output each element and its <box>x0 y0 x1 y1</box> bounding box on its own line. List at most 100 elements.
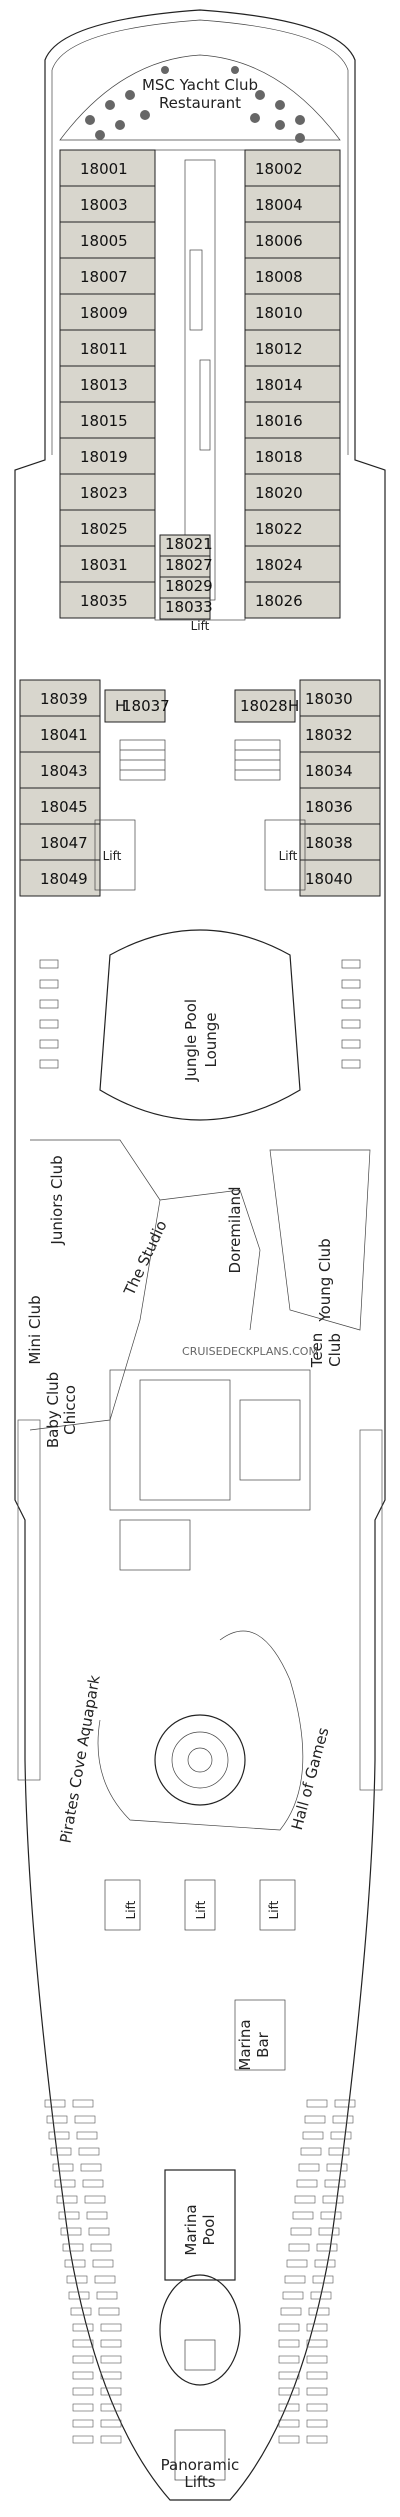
aquapark-slide <box>97 1630 304 1831</box>
cabin-18005[interactable]: 18005 <box>59 221 156 259</box>
lounger <box>298 2163 320 2172</box>
cabin-18028[interactable]: 18028 H <box>234 689 299 723</box>
cabin-18049[interactable]: 18049 <box>19 859 101 897</box>
cabin-18043[interactable]: 18043 <box>19 751 101 789</box>
cabin-18010[interactable]: 18010 <box>244 293 341 331</box>
cabin-18019[interactable]: 18019 <box>59 437 156 475</box>
cabin-box <box>59 257 156 295</box>
lounger <box>100 2323 122 2332</box>
cabin-18026[interactable]: 18026 <box>244 581 341 619</box>
cabin-18045[interactable]: 18045 <box>19 787 101 825</box>
cabin-number: 18024 <box>255 556 303 574</box>
label-chicco: Chicco <box>61 1385 79 1435</box>
aft-loungers <box>44 2099 356 2444</box>
cabin-18030[interactable]: 18030 <box>299 679 381 717</box>
cabin-number: 18007 <box>80 268 128 286</box>
cabin-18025[interactable]: 18025 <box>59 509 156 547</box>
label-baby-club: Baby Club <box>44 1372 62 1448</box>
lounger <box>324 2179 346 2188</box>
cabin-18040[interactable]: 18040 <box>299 859 381 897</box>
cabin-18014[interactable]: 18014 <box>244 365 341 403</box>
cabin-number: 18027 <box>165 556 213 574</box>
cabin-18035[interactable]: 18035 <box>59 581 156 619</box>
cabin-18039[interactable]: 18039 <box>19 679 101 717</box>
lounger <box>58 2211 80 2220</box>
label-jungle-pool: Jungle Pool <box>182 999 200 1082</box>
lounger <box>60 2227 82 2236</box>
cabin-18033[interactable]: 18033 <box>159 597 213 620</box>
label-juniors-club: Juniors Club <box>48 1155 66 1245</box>
lounger <box>96 2291 118 2300</box>
cabin-18016[interactable]: 18016 <box>244 401 341 439</box>
lounger <box>292 2211 314 2220</box>
cabin-18036[interactable]: 18036 <box>299 787 381 825</box>
lounger <box>282 2291 304 2300</box>
cabin-18038[interactable]: 18038 <box>299 823 381 861</box>
cabin-box <box>244 473 341 511</box>
cabin-18031[interactable]: 18031 <box>59 545 156 583</box>
cabin-18009[interactable]: 18009 <box>59 293 156 331</box>
lounger <box>290 2227 312 2236</box>
lounger <box>306 2355 328 2364</box>
cabin-18020[interactable]: 18020 <box>244 473 341 511</box>
cabin-18018[interactable]: 18018 <box>244 437 341 475</box>
cabin-box <box>244 257 341 295</box>
lounger <box>100 2419 122 2428</box>
label-bar: Bar <box>254 2031 272 2057</box>
cabin-18027[interactable]: 18027 <box>159 555 213 578</box>
cabin-box <box>59 581 156 619</box>
cabin-18011[interactable]: 18011 <box>59 329 156 367</box>
cabin-18007[interactable]: 18007 <box>59 257 156 295</box>
cabin-18023[interactable]: 18023 <box>59 473 156 511</box>
lounger <box>278 2387 300 2396</box>
label-doremiland: Doremiland <box>226 1187 244 1274</box>
cabin-18015[interactable]: 18015 <box>59 401 156 439</box>
cabin-box <box>19 679 101 717</box>
cabin-18004[interactable]: 18004 <box>244 185 341 223</box>
cabin-box <box>244 437 341 475</box>
lounger <box>46 2115 68 2124</box>
cabin-number: 18012 <box>255 340 303 358</box>
cabin-18037[interactable]: H 18037 <box>104 689 170 723</box>
cabin-18003[interactable]: 18003 <box>59 185 156 223</box>
cabin-18001[interactable]: 18001 <box>59 149 156 187</box>
cabin-18008[interactable]: 18008 <box>244 257 341 295</box>
lounger <box>306 2339 328 2348</box>
cabin-18013[interactable]: 18013 <box>59 365 156 403</box>
cabin-18021[interactable]: 18021 <box>159 534 213 557</box>
lounger <box>70 2307 92 2316</box>
lounger <box>306 2403 328 2412</box>
accessible-mark: H <box>115 697 126 715</box>
cabin-18022[interactable]: 18022 <box>244 509 341 547</box>
cabin-number: 18043 <box>40 762 88 780</box>
cabin-number: 18045 <box>40 798 88 816</box>
cabin-18024[interactable]: 18024 <box>244 545 341 583</box>
cabin-18029[interactable]: 18029 <box>159 576 213 599</box>
cabin-18002[interactable]: 18002 <box>244 149 341 187</box>
cabin-18006[interactable]: 18006 <box>244 221 341 259</box>
hull-inner <box>51 19 349 455</box>
lounger <box>306 2371 328 2380</box>
lounger <box>306 2435 328 2444</box>
hull-outline <box>14 9 386 2501</box>
lounger <box>92 2259 114 2268</box>
cabin-box <box>59 221 156 259</box>
cabin-number: 18026 <box>255 592 303 610</box>
kids-area-walls <box>29 1139 371 1431</box>
lounger <box>64 2259 86 2268</box>
cabin-18047[interactable]: 18047 <box>19 823 101 861</box>
yacht-club-area <box>59 54 341 141</box>
cabin-number: 18029 <box>165 577 213 595</box>
cabin-box <box>299 823 381 861</box>
cabin-number: 18013 <box>80 376 128 394</box>
cabin-number: 18022 <box>255 520 303 538</box>
cabin-box <box>299 859 381 897</box>
cabin-18034[interactable]: 18034 <box>299 751 381 789</box>
lounger <box>72 2403 94 2412</box>
cabin-18012[interactable]: 18012 <box>244 329 341 367</box>
lounger <box>304 2115 326 2124</box>
cabin-18032[interactable]: 18032 <box>299 715 381 753</box>
cabin-18041[interactable]: 18041 <box>19 715 101 753</box>
